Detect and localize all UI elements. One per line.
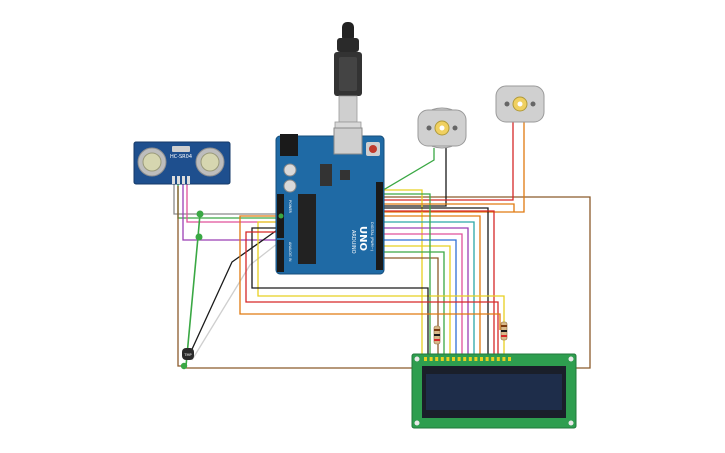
lcd-pin[interactable] (435, 357, 439, 361)
junction-dot-1[interactable] (196, 210, 204, 218)
lcd-pin[interactable] (463, 357, 467, 361)
lcd-pin[interactable] (440, 357, 444, 361)
dc-motor-1[interactable] (417, 107, 467, 149)
lcd-pin[interactable] (424, 357, 427, 361)
lcd-pin[interactable] (457, 357, 461, 361)
tmp-connection[interactable] (180, 362, 188, 370)
lcd-pin-header (424, 357, 511, 361)
wire-motor1-green (379, 148, 435, 193)
arduino-model: UNO (357, 226, 368, 251)
lcd-pin[interactable] (496, 357, 500, 361)
wire-lcd-d5 (380, 239, 457, 356)
wire-lcd-d2 (380, 221, 475, 356)
arduino-digital-label: DIGITAL (PWM~) (370, 222, 374, 252)
lcd-pin[interactable] (485, 357, 489, 361)
wire-left-orange (239, 215, 501, 330)
usb-cable (334, 22, 362, 141)
wire-lcd-d6 (380, 245, 451, 356)
wire-sensor-gnd (186, 184, 280, 223)
lcd-pin[interactable] (474, 357, 478, 361)
arduino-uno[interactable]: ARDUINO UNO DIGITAL (PWM~) POWER ANALOG … (275, 127, 385, 275)
wire-lcd-rs (380, 257, 439, 356)
tmp-label: TMP (183, 353, 191, 357)
wire-tmp-gray (191, 239, 283, 361)
wires (173, 122, 591, 369)
wire-sensor-vcc (173, 184, 285, 215)
wire-lcd-d7 (380, 251, 445, 356)
lcd-pin[interactable] (502, 357, 506, 361)
lcd-pin[interactable] (491, 357, 495, 361)
resistor-1[interactable] (433, 325, 441, 345)
wire-lcd-black (380, 207, 489, 356)
resistor-2[interactable] (500, 321, 508, 341)
wire-left-red (245, 231, 499, 356)
lcd-pin[interactable] (468, 357, 472, 361)
arduino-5v-connection[interactable] (278, 213, 284, 219)
wire-lcd-d3 (380, 227, 469, 356)
wire-motor2-orange (380, 122, 525, 213)
wire-right-orange (380, 203, 515, 212)
junction-dot-2[interactable] (195, 233, 203, 241)
wire-motor2-red (380, 122, 514, 201)
arduino-analog-label: ANALOG IN (288, 242, 292, 262)
wire-gnd-tmp-brown (186, 196, 591, 369)
lcd-display[interactable] (411, 353, 577, 429)
wire-sensor-echo (182, 184, 282, 241)
lcd-pin[interactable] (508, 357, 511, 361)
wire-tmp-brown-left (177, 186, 186, 367)
wire-lcd-red (380, 210, 495, 356)
temperature-sensor[interactable]: TMP (180, 348, 194, 370)
arduino-brand: ARDUINO (350, 230, 356, 254)
wire-left-yellow (257, 221, 505, 356)
wire-lcd-d1 (380, 215, 481, 356)
wire-left-black (251, 227, 429, 356)
wire-lcd-d4 (380, 233, 463, 356)
wire-lcd-yellow (380, 189, 423, 356)
wire-tmp-black (187, 227, 281, 359)
lcd-pin[interactable] (480, 357, 483, 361)
ultrasonic-sensor[interactable]: HC-SR04 (133, 141, 231, 185)
lcd-pin[interactable] (446, 357, 450, 361)
sensor-label: HC-SR04 (170, 154, 192, 160)
lcd-pin[interactable] (429, 357, 433, 361)
wire-sensor-trig (177, 184, 284, 219)
lcd-pin[interactable] (452, 357, 455, 361)
wire-motor1-black (380, 148, 447, 207)
dc-motor-2[interactable] (495, 85, 545, 123)
arduino-power-label: POWER (288, 200, 292, 214)
